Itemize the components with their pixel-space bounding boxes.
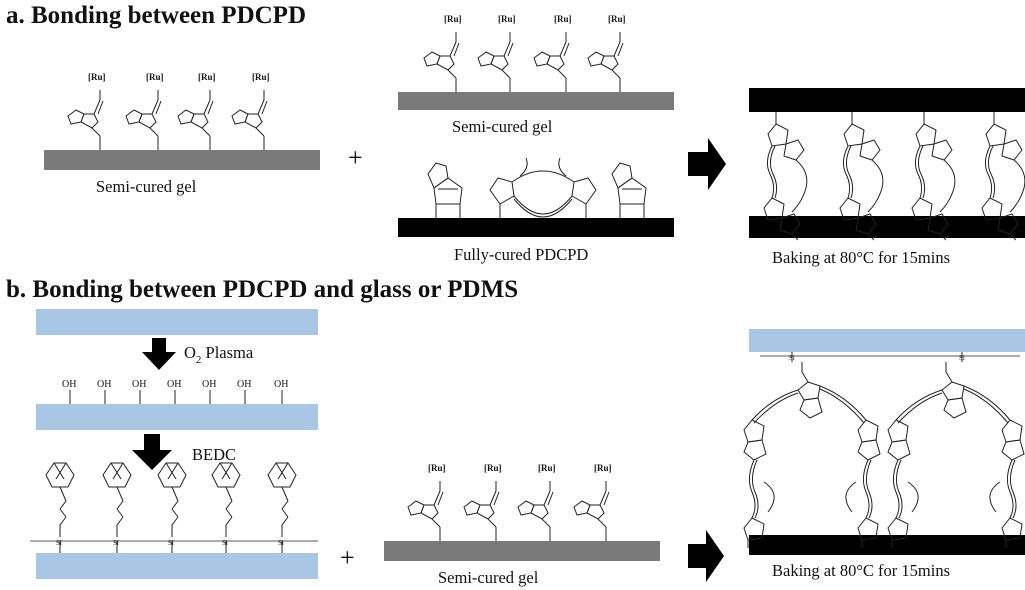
ru-label: [Ru] xyxy=(252,72,270,82)
bedc-molecule xyxy=(211,462,241,538)
crosslinked-pair xyxy=(489,157,597,218)
arrow-down-icon xyxy=(142,338,176,370)
ru-monomer xyxy=(423,31,460,93)
oh-label: OH xyxy=(237,379,251,390)
crosslink-network xyxy=(887,361,1025,549)
arrow-right-icon xyxy=(688,530,724,582)
b-result-caption: Baking at 80°C for 15mins xyxy=(772,561,950,580)
a-left-gel-plate xyxy=(44,150,320,170)
b-glass-hydroxylated xyxy=(36,404,318,430)
ru-label: [Ru] xyxy=(428,463,446,473)
b-glass-plain xyxy=(36,309,318,335)
ru-monomer xyxy=(231,89,268,151)
a-result-caption: Baking at 80°C for 15mins xyxy=(772,248,950,267)
bedc-molecule xyxy=(267,462,297,538)
b-gel-caption: Semi-cured gel xyxy=(438,568,539,587)
plus-sign: + xyxy=(340,543,355,572)
crosslink-network xyxy=(743,361,881,549)
ru-label: [Ru] xyxy=(498,14,516,24)
plus-sign: + xyxy=(348,143,363,172)
oh-label: OH xyxy=(62,379,76,390)
ru-label: [Ru] xyxy=(484,463,502,473)
si-label: Si xyxy=(56,539,62,547)
b-hydroxyl-group: OH OH OH OH OH OH OH xyxy=(36,379,318,430)
ru-label: [Ru] xyxy=(88,72,106,82)
oh-label: OH xyxy=(202,379,216,390)
ru-label: [Ru] xyxy=(198,72,216,82)
bedc-molecule xyxy=(102,462,132,538)
si-label: Si xyxy=(113,539,119,547)
si-label: Si xyxy=(222,539,228,547)
a-cured-group: Fully-cured PDCPD xyxy=(398,157,674,264)
ru-label: [Ru] xyxy=(444,14,462,24)
b-gel-group: [Ru] [Ru] [Ru] [Ru] Semi-cured gel xyxy=(384,463,660,587)
bedc-label: BEDC xyxy=(192,445,236,464)
ru-monomer xyxy=(517,480,554,542)
ru-monomer xyxy=(533,31,570,93)
a-left-gel-group: [Ru] [Ru] [Ru] [Ru] Semi-cured gel xyxy=(44,72,320,196)
a-left-caption: Semi-cured gel xyxy=(96,177,197,196)
ring-monomer xyxy=(611,162,647,219)
a-cured-caption: Fully-cured PDCPD xyxy=(454,245,588,264)
arrow-down-icon xyxy=(132,434,172,470)
b-result-gel-plate xyxy=(749,535,1025,555)
ru-monomer xyxy=(587,31,624,93)
section-a-title: a. Bonding between PDCPD xyxy=(6,2,306,29)
ru-monomer xyxy=(177,89,214,151)
ru-monomer xyxy=(407,480,444,542)
bedc-molecule xyxy=(45,462,75,538)
b-bedc-group: Si Si Si Si Si xyxy=(30,462,318,579)
a-result-top-plate xyxy=(749,88,1025,112)
ru-label: [Ru] xyxy=(146,72,164,82)
oh-label: OH xyxy=(167,379,181,390)
b-gel-plate xyxy=(384,541,660,561)
ru-monomer xyxy=(477,31,514,93)
a-result-bottom-plate xyxy=(749,216,1025,238)
bedc-molecule xyxy=(157,462,187,538)
a-top-gel-plate xyxy=(398,92,674,110)
ru-label: [Ru] xyxy=(594,463,612,473)
b-glass-bedc xyxy=(36,553,318,579)
ru-label: [Ru] xyxy=(608,14,626,24)
a-cured-plate xyxy=(398,218,674,237)
si-label: Si xyxy=(168,539,174,547)
ru-monomer xyxy=(573,480,610,542)
oh-label: OH xyxy=(132,379,146,390)
b-result-glass-plate xyxy=(749,329,1025,352)
ru-monomer xyxy=(67,89,104,151)
ru-label: [Ru] xyxy=(538,463,556,473)
a-result-group: Baking at 80°C for 15mins xyxy=(749,88,1025,267)
a-top-gel-group: [Ru] [Ru] [Ru] [Ru] Semi-cured gel xyxy=(398,14,674,136)
si-label: Si xyxy=(959,354,965,362)
b-result-group: Si Si Baking at 80°C for 15mins xyxy=(743,329,1025,580)
ring-monomer xyxy=(427,162,463,219)
ru-monomer xyxy=(463,480,500,542)
oh-label: OH xyxy=(97,379,111,390)
a-top-caption: Semi-cured gel xyxy=(452,117,553,136)
ru-monomer xyxy=(125,89,162,151)
o2-plasma-label: O2 Plasma xyxy=(184,343,254,366)
section-b-title: b. Bonding between PDCPD and glass or PD… xyxy=(6,276,518,303)
ru-label: [Ru] xyxy=(554,14,572,24)
si-label: Si xyxy=(278,539,284,547)
oh-label: OH xyxy=(274,379,288,390)
arrow-right-icon xyxy=(688,138,726,190)
si-label: Si xyxy=(789,354,795,362)
